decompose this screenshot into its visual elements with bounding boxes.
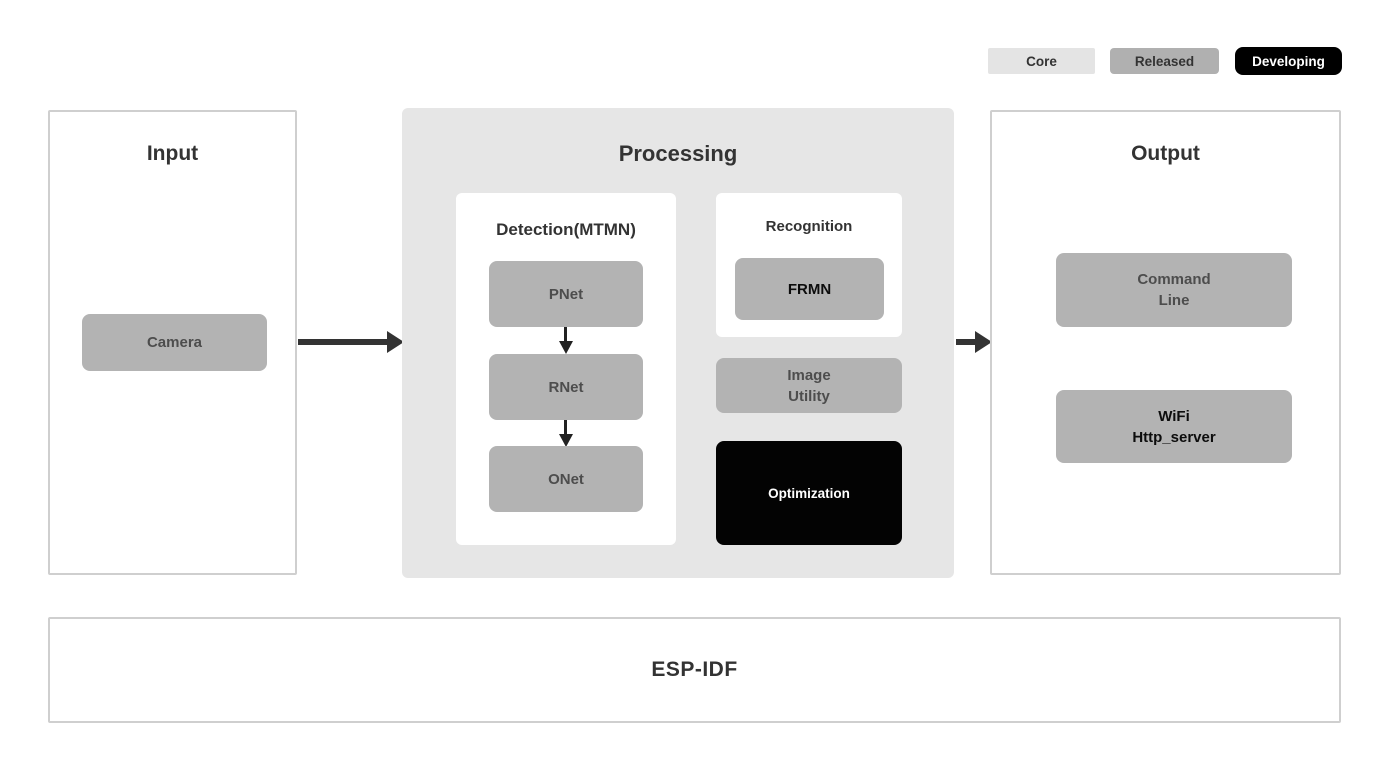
arrow-shaft (956, 339, 977, 345)
output-panel: Output Command Line WiFi Http_server (990, 110, 1341, 575)
onet-block: ONet (489, 446, 643, 512)
pnet-block: PNet (489, 261, 643, 327)
image-utility-label-line2: Utility (788, 387, 830, 405)
image-utility-label-line1: Image (787, 366, 831, 384)
output-panel-title: Output (1131, 142, 1200, 165)
recognition-card-title: Recognition (765, 218, 853, 235)
onet-block-label: ONet (548, 470, 584, 488)
legend-released-label: Released (1134, 53, 1195, 69)
camera-block-label: Camera (146, 334, 203, 351)
wifi-http-server-block: WiFi Http_server (1056, 390, 1292, 463)
arrow-rnet-to-onet-shaft (564, 420, 567, 435)
legend-released-badge: Released (1110, 48, 1219, 74)
optimization-block: Optimization (716, 441, 902, 545)
wifi-label-line2: Http_server (1132, 428, 1216, 446)
legend-core-label: Core (1026, 53, 1057, 69)
arrow-pnet-to-rnet-shaft (564, 327, 567, 342)
detection-card: Detection(MTMN) PNet RNet ONet (456, 193, 676, 545)
arrow-rnet-to-onet-head-icon (559, 434, 573, 447)
wifi-label-line1: WiFi (1158, 407, 1190, 425)
camera-block: Camera (82, 314, 267, 371)
image-utility-block: Image Utility (716, 358, 902, 413)
legend-core-badge: Core (988, 48, 1095, 74)
arrow-pnet-to-rnet-head-icon (559, 341, 573, 354)
input-panel: Input Camera (48, 110, 297, 575)
command-line-label-line1: Command (1137, 271, 1211, 288)
arrow-head-icon (975, 331, 992, 353)
frmn-block-label: FRMN (787, 280, 832, 298)
optimization-block-label: Optimization (768, 485, 850, 501)
arrow-shaft (298, 339, 390, 345)
processing-panel-title: Processing (618, 141, 738, 166)
rnet-block-label: RNet (548, 378, 584, 396)
arrow-head-icon (387, 331, 404, 353)
legend-developing-label: Developing (1252, 53, 1325, 69)
detection-card-title: Detection(MTMN) (496, 220, 636, 239)
pnet-block-label: PNet (548, 285, 584, 303)
frmn-block: FRMN (735, 258, 884, 320)
processing-panel: Processing Detection(MTMN) PNet RNet ONe… (402, 108, 954, 578)
command-line-block: Command Line (1056, 253, 1292, 327)
rnet-block: RNet (489, 354, 643, 420)
recognition-card: Recognition FRMN (716, 193, 902, 337)
esp-idf-panel: ESP-IDF (48, 617, 1341, 723)
command-line-label-line2: Line (1158, 292, 1190, 309)
input-panel-title: Input (146, 142, 199, 165)
legend-developing-badge: Developing (1235, 47, 1342, 75)
esp-idf-title: ESP-IDF (651, 658, 738, 681)
